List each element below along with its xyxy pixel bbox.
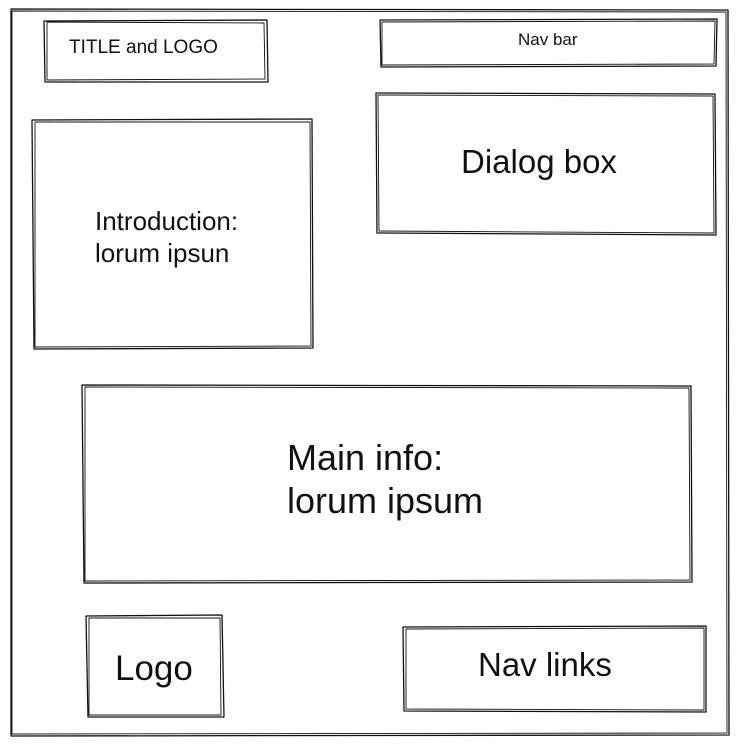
introduction-label: Introduction: lorum ipsun — [95, 205, 238, 269]
introduction-body: lorum ipsun — [95, 238, 230, 268]
title-logo-label: TITLE and LOGO — [69, 37, 218, 58]
logo-label: Logo — [115, 649, 193, 688]
introduction-heading: Introduction: — [95, 206, 239, 236]
outer-frame-echo — [11, 10, 728, 735]
nav-bar-label: Nav bar — [518, 30, 578, 49]
main-info-body: lorum ipsum — [287, 480, 484, 521]
outer-frame — [10, 8, 730, 737]
main-info-heading: Main info: — [287, 437, 444, 478]
dialog-box-label: Dialog box — [461, 143, 617, 180]
nav-links-label: Nav links — [478, 646, 612, 683]
main-info-label: Main info: lorum ipsum — [287, 436, 483, 522]
